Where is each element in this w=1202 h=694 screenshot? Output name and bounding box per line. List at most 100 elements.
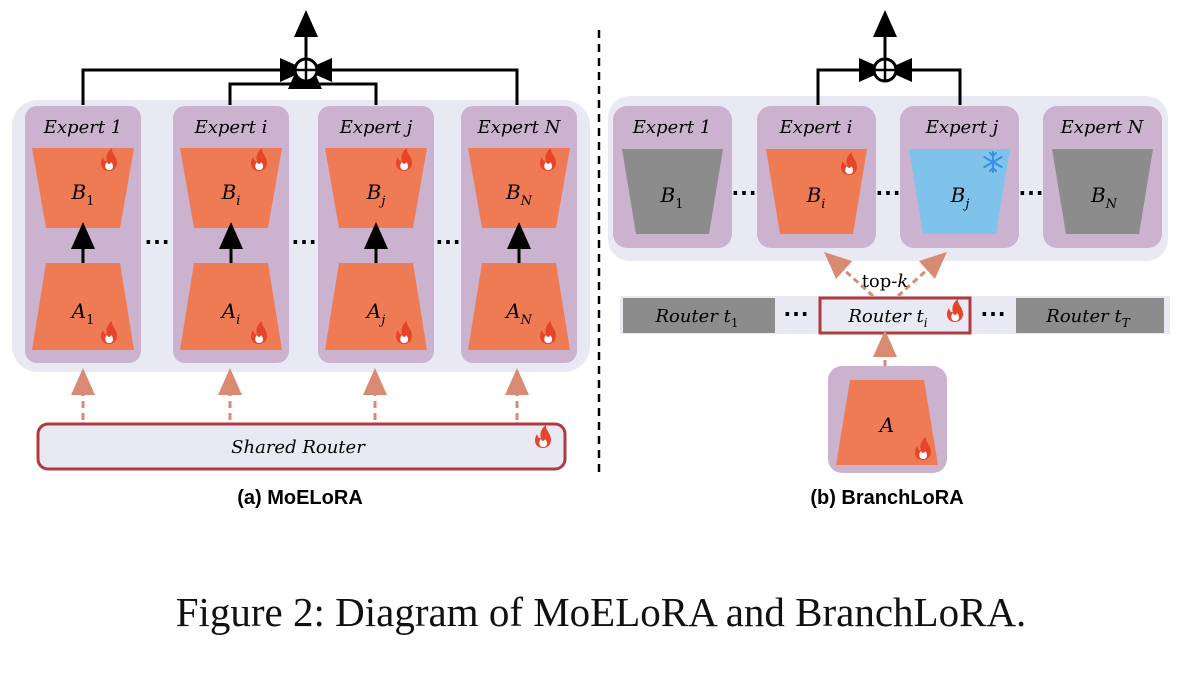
lora-a-matrix xyxy=(468,263,570,350)
lora-b-matrix xyxy=(909,149,1010,234)
b-label: B xyxy=(660,183,676,207)
a-label: A xyxy=(365,299,381,323)
routers-row: Router t1 ⋯ Router ti ⋯ Router tT xyxy=(620,296,1170,335)
router-label: Router t xyxy=(654,306,731,327)
ellipsis: ⋯ xyxy=(875,178,901,208)
circled-plus-icon xyxy=(293,57,319,83)
ellipsis: ⋯ xyxy=(731,178,757,208)
b-subscript: j xyxy=(962,197,969,212)
panel-b-expert-1: Expert 1 B1 xyxy=(613,106,732,248)
lora-a-matrix xyxy=(180,263,282,350)
a-label: A xyxy=(504,299,520,323)
b-subscript: 1 xyxy=(86,194,94,209)
b-subscript: i xyxy=(236,194,240,209)
svg-text:Ai: Ai xyxy=(220,299,241,328)
panel-a-caption: (a) MoELoRA xyxy=(237,487,363,509)
lora-b-matrix xyxy=(1052,149,1153,234)
b-subscript: N xyxy=(520,194,533,209)
panel-a-background xyxy=(12,100,590,372)
ellipsis: ⋯ xyxy=(291,227,317,257)
router-label: Router t xyxy=(847,306,924,327)
panel-a-expert-1: Expert 1 B1 A1 xyxy=(25,106,141,363)
topk-dashed-arrows xyxy=(824,251,947,298)
shared-a-block: A xyxy=(828,366,947,473)
svg-text:Bj: Bj xyxy=(950,183,970,212)
svg-text:Bj: Bj xyxy=(366,180,386,209)
ellipsis: ⋯ xyxy=(980,299,1006,329)
ellipsis: ⋯ xyxy=(435,227,461,257)
svg-text:Router ti: Router ti xyxy=(847,306,927,330)
ellipsis: ⋯ xyxy=(1018,178,1044,208)
expert-title: Expert i xyxy=(194,117,268,138)
b-label: B xyxy=(950,183,966,207)
expert-title: Expert N xyxy=(477,117,562,138)
svg-text:B1: B1 xyxy=(71,180,95,209)
svg-text:Aj: Aj xyxy=(365,299,385,328)
a-subscript: j xyxy=(378,313,385,328)
b-label: B xyxy=(221,180,237,204)
panel-b-background xyxy=(608,96,1168,261)
b-label: B xyxy=(505,180,521,204)
shared-a-label: A xyxy=(878,413,894,437)
router-subscript: 1 xyxy=(731,316,739,330)
lora-b-matrix xyxy=(622,149,723,234)
svg-text:Bi: Bi xyxy=(221,180,241,209)
panel-b-caption: (b) BranchLoRA xyxy=(810,487,963,509)
b-label: B xyxy=(1090,183,1106,207)
topk-label: top-k xyxy=(862,271,909,292)
shared-router: Shared Router xyxy=(36,422,567,471)
expert-title: Expert 1 xyxy=(43,117,122,138)
snowflake-icon xyxy=(983,151,1003,173)
panel-a-expert-j: Expert j Bj Aj xyxy=(318,106,434,363)
b-subscript: j xyxy=(378,194,385,209)
circled-plus-icon xyxy=(872,57,898,83)
panel-b-branchlora: Expert 1 B1 Expert i Bi Expert j Bj xyxy=(608,10,1170,509)
panel-a-expert-i: Expert i Bi Ai xyxy=(173,106,289,363)
b-subscript: 1 xyxy=(675,197,683,212)
expert-title: Expert j xyxy=(925,117,999,138)
router-tt: Router tT xyxy=(1016,298,1164,333)
svg-text:AN: AN xyxy=(504,299,532,328)
ellipsis: ⋯ xyxy=(783,299,809,329)
a-subscript: N xyxy=(520,313,533,328)
expert-title: Expert 1 xyxy=(632,117,711,138)
a-subscript: i xyxy=(236,313,240,328)
router-subscript: i xyxy=(924,316,928,330)
lora-a-matrix xyxy=(325,263,427,350)
svg-text:Router tT: Router tT xyxy=(1045,306,1130,330)
svg-text:Bi: Bi xyxy=(806,183,826,212)
ellipsis: ⋯ xyxy=(144,227,170,257)
expert-title: Expert j xyxy=(339,117,413,138)
figure-caption: Figure 2: Diagram of MoELoRA and BranchL… xyxy=(175,589,1027,635)
panel-b-expert-j: Expert j Bj xyxy=(900,106,1019,248)
b-subscript: i xyxy=(821,197,825,212)
b-label: B xyxy=(366,180,382,204)
panel-a-output-connector xyxy=(81,10,519,105)
b-subscript: N xyxy=(1105,197,1118,212)
svg-text:Router t1: Router t1 xyxy=(654,306,738,330)
router-ti: Router ti xyxy=(818,296,972,335)
expert-title: Expert i xyxy=(779,117,853,138)
router-subscript: T xyxy=(1122,316,1131,330)
svg-text:A1: A1 xyxy=(70,299,95,328)
panel-b-output-connector xyxy=(816,10,962,105)
svg-text:BN: BN xyxy=(1090,183,1118,212)
expert-title: Expert N xyxy=(1060,117,1145,138)
panel-a-moelora: Expert 1 B1 A1 Expert i Bi Ai Expert j xyxy=(12,10,590,509)
topk-label-k: k xyxy=(897,271,908,292)
topk-label-prefix: top- xyxy=(862,271,898,292)
lora-a-matrix xyxy=(836,380,938,465)
shared-router-label: Shared Router xyxy=(231,437,366,458)
panel-b-expert-i: Expert i Bi xyxy=(757,106,876,248)
router-dashed-arrows xyxy=(71,368,529,420)
a-label: A xyxy=(70,299,86,323)
diagram-canvas: Expert 1 B1 A1 Expert i Bi Ai Expert j xyxy=(12,10,1170,509)
panel-a-expert-n: Expert N BN AN xyxy=(461,106,577,363)
router-t1: Router t1 xyxy=(623,298,775,333)
router-label: Router t xyxy=(1045,306,1122,327)
a-subscript: 1 xyxy=(86,313,94,328)
b-label: B xyxy=(806,183,822,207)
a-label: A xyxy=(220,299,236,323)
svg-text:B1: B1 xyxy=(660,183,684,212)
svg-text:BN: BN xyxy=(505,180,533,209)
